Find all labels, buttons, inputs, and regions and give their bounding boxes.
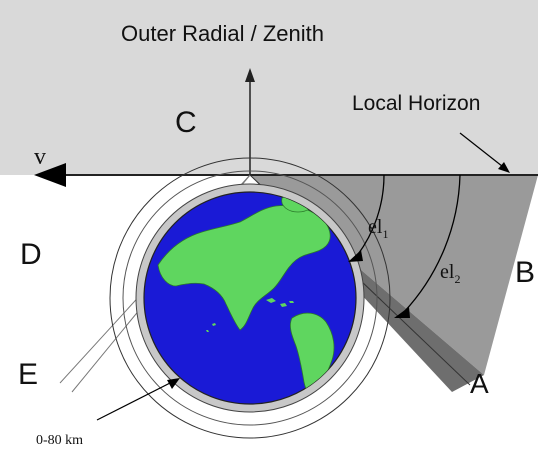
elevation-1-base: el bbox=[368, 216, 383, 238]
velocity-arrowhead bbox=[34, 163, 66, 187]
region-a-label: A bbox=[470, 368, 489, 399]
sky-region-c bbox=[0, 0, 538, 175]
velocity-label: v bbox=[34, 144, 46, 170]
elevation-2-label: el2 bbox=[440, 261, 460, 286]
zenith-arrowhead bbox=[245, 68, 255, 82]
inner-shell bbox=[122, 170, 378, 426]
zenith-label: Outer Radial / Zenith bbox=[121, 21, 324, 46]
caribbean-islands bbox=[266, 298, 294, 307]
elevation-2-base: el bbox=[440, 261, 455, 283]
elevation-1-subscript: 1 bbox=[382, 227, 388, 241]
local-horizon-label: Local Horizon bbox=[352, 92, 480, 115]
north-america-landmass bbox=[157, 205, 331, 331]
altitude-band-label: 0-80 km bbox=[36, 433, 83, 448]
elevation-2-subscript: 2 bbox=[454, 272, 460, 286]
elevation-arc-1 bbox=[355, 174, 385, 258]
pacific-islands bbox=[206, 323, 216, 332]
horizon-pointer bbox=[459, 132, 508, 171]
altitude-pointer-arrowhead bbox=[167, 378, 180, 389]
horizon-pointer-arrowhead bbox=[498, 162, 510, 173]
elevation-arc-1-arrowhead bbox=[348, 250, 363, 262]
elevation-arc-2 bbox=[403, 174, 461, 313]
elevation-arc-2-arrowhead bbox=[394, 307, 410, 318]
altitude-pointer bbox=[96, 380, 175, 421]
region-c-label: C bbox=[175, 106, 197, 139]
region-d-label: D bbox=[20, 238, 42, 271]
region-b-label: B bbox=[515, 256, 535, 289]
region-e-label: E bbox=[18, 358, 38, 391]
outer-shell bbox=[109, 157, 391, 439]
elevation-1-label: el1 bbox=[368, 216, 388, 241]
